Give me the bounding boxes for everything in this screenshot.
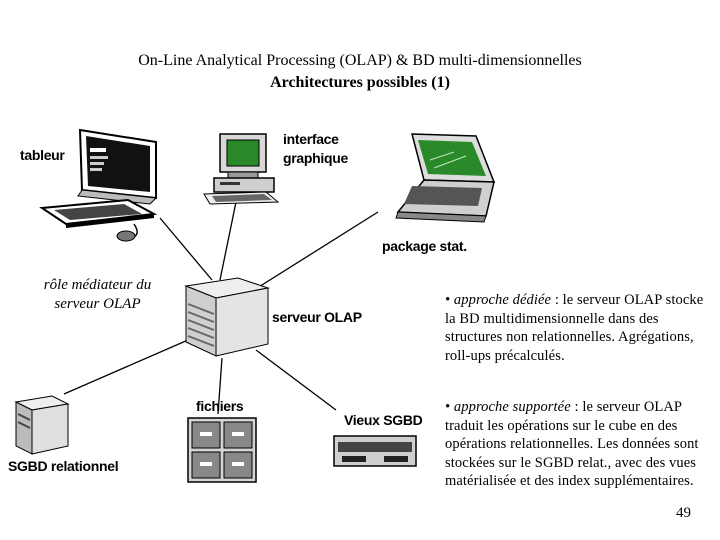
tableur-computer-icon: [39, 128, 158, 242]
serveur-label: serveur OLAP: [272, 309, 362, 325]
sgbd-relationnel-label: SGBD relationnel: [8, 458, 119, 474]
role-text: rôle médiateur du serveur OLAP: [43, 277, 152, 312]
bullet-dediee-text: : le serveur OLAP stocke la BD multidime…: [445, 292, 704, 364]
line-package-serveur: [253, 211, 379, 291]
bullet-supportee-text: : le serveur OLAP traduit les opérations…: [445, 399, 699, 489]
tableur-label: tableur: [20, 147, 65, 163]
vieux-sgbd-label: Vieux SGBD: [344, 412, 423, 428]
interface-computer-icon: [203, 133, 280, 205]
fichiers-label: fichiers: [196, 398, 244, 414]
bullet-dediee-term: • approche dédiée: [445, 292, 552, 308]
title-line-2: Architectures possibles (1): [270, 74, 450, 91]
sgbd-relationnel-icon: [14, 395, 70, 455]
line-fichiers-serveur: [217, 357, 223, 415]
serveur-olap-icon: [184, 277, 270, 357]
interface-label: interface graphique: [283, 131, 348, 166]
bullet-approche-dediee: • approche dédiée : le serveur OLAP stoc…: [445, 291, 710, 365]
line-interface-serveur: [219, 201, 237, 281]
slide-title: On-Line Analytical Processing (OLAP) & B…: [0, 50, 720, 94]
line-vieux-serveur: [255, 349, 337, 411]
fichiers-cabinet-icon: [187, 417, 257, 483]
title-line-1: On-Line Analytical Processing (OLAP) & B…: [138, 52, 582, 69]
vieux-sgbd-icon: [333, 435, 417, 467]
package-label: package stat.: [382, 238, 467, 254]
bullet-supportee-term: • approche supportée: [445, 399, 571, 415]
package-laptop-icon: [395, 133, 496, 223]
bullet-approche-supportee: • approche supportée : le serveur OLAP t…: [445, 398, 710, 491]
line-tableur-serveur: [159, 217, 213, 281]
page-number: 49: [676, 505, 691, 521]
line-sgbd-serveur: [63, 339, 189, 395]
